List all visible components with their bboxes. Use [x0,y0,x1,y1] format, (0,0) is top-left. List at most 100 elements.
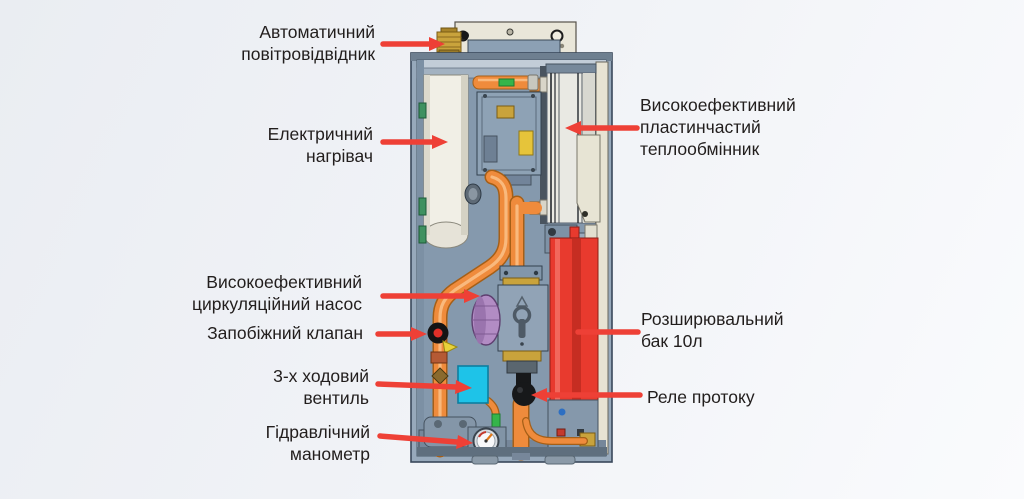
heater-flange-inner [468,188,478,200]
pipe [523,418,587,444]
yellow-component [518,130,534,156]
casing-left-edge [417,60,424,456]
arrow-safety-valve [375,327,427,341]
arrow-air-vent [380,37,445,51]
arrow-electric-heater [380,135,448,149]
label-safety-valve: Запобіжний клапан [207,322,363,344]
plate-heat-exchanger-unit [529,63,601,224]
valve-center [433,328,443,338]
valve-fitting [430,351,448,364]
label-three-way-valve-line1: 3-х ходовий [273,366,369,386]
flow-relay-unit [512,373,536,406]
blue-screw [558,408,566,416]
pointer-arrows [375,37,643,449]
heater-shade [424,75,430,235]
exchanger-bracket [576,134,601,223]
label-circulation-pump-line2: циркуляційний насос [191,294,362,314]
exchanger-top-bar [545,63,597,74]
label-plate-heat-exchanger: Високоефективний пластинчастий теплообмі… [640,94,796,160]
tank-shade [572,239,581,405]
bolt [434,420,442,428]
label-safety-valve-line1: Запобіжний клапан [207,323,363,343]
label-electric-heater-line2: нагрівач [306,146,373,166]
label-three-way-valve-line2: вентиль [303,388,369,408]
base-rail [417,447,607,456]
screw [582,211,588,217]
terminal-green [418,102,427,119]
safety-valve-unit [427,322,459,385]
bolt [459,420,467,428]
top-pipe [472,74,539,91]
label-pressure-gauge-line1: Гідравлічний [265,422,370,442]
pipe-cap [527,74,539,91]
brass-ring [502,277,540,286]
pipe-stub [512,453,530,460]
screw [520,342,524,346]
bottom-connections [417,447,607,465]
screw [483,94,487,98]
arrow-heat-exchanger [565,121,640,135]
label-flow-relay: Реле протоку [647,386,755,408]
arrow-circulation-pump [380,289,480,303]
circulation-pump-unit [471,265,549,374]
label-plate-heat-exchanger-line1: Високоефективний [640,95,796,115]
label-expansion-tank-line1: Розширювальний [641,309,784,329]
relay-body [512,382,536,406]
tank-highlight [555,239,560,405]
screw [483,168,487,172]
label-pressure-gauge-line2: манометр [289,444,370,464]
frame-channel [540,66,548,224]
vent-knob [461,31,469,40]
label-plate-heat-exchanger-line2: пластинчастий [640,117,761,137]
pipework [432,169,588,461]
label-three-way-valve: 3-х ходовий вентиль [273,365,369,409]
label-expansion-tank-line2: бак 10л [641,331,703,351]
label-expansion-tank: Розширювальний бак 10л [641,308,784,352]
terminal-green [418,225,427,244]
brass-union [431,367,449,385]
gauge-scale [478,431,487,438]
red-connector [556,428,566,437]
control-box-panel [481,96,537,171]
top-rail [417,60,606,68]
relay-shine [517,387,523,393]
arrow-three-way-valve [375,380,472,394]
screw [531,94,535,98]
valve-lever [442,340,459,354]
keyhole-slot [518,319,526,338]
bolt [533,270,539,276]
label-flow-relay-line1: Реле протоку [647,387,755,407]
arrow-flow-relay [531,388,643,402]
label-air-vent: Автоматичний повітровідвідник [241,21,375,65]
pipe-stub [544,455,576,465]
pump-body [497,284,549,352]
casing-top-edge [411,53,612,61]
label-plate-heat-exchanger-line3: теплообмінник [640,139,760,159]
pipe-highlight [438,175,508,452]
green-label [498,78,515,87]
arrow-pressure-gauge [377,433,473,449]
label-air-vent-line1: Автоматичний [259,22,375,42]
relay-block [483,135,498,163]
stub-cap [539,76,548,93]
screw [506,28,514,36]
label-air-vent-line2: повітровідвідник [241,44,375,64]
pipe-stub [471,455,499,465]
control-box [476,91,542,186]
label-circulation-pump: Високоефективний циркуляційний насос [192,271,362,315]
screw [531,168,535,172]
gauge-pivot [484,439,488,443]
terminal-green [418,197,427,216]
heater-shade [461,75,468,235]
green-label [491,413,501,428]
electric-heater-tank [418,74,482,249]
label-pressure-gauge: Гідравлічний манометр [266,421,370,465]
bolt [503,270,509,276]
heater-body [423,74,469,236]
label-electric-heater: Електричний нагрівач [268,123,373,167]
brass-fitting [496,105,515,119]
label-circulation-pump-line1: Високоефективний [206,272,362,292]
screw [559,43,565,49]
fitting-knob [548,228,556,236]
